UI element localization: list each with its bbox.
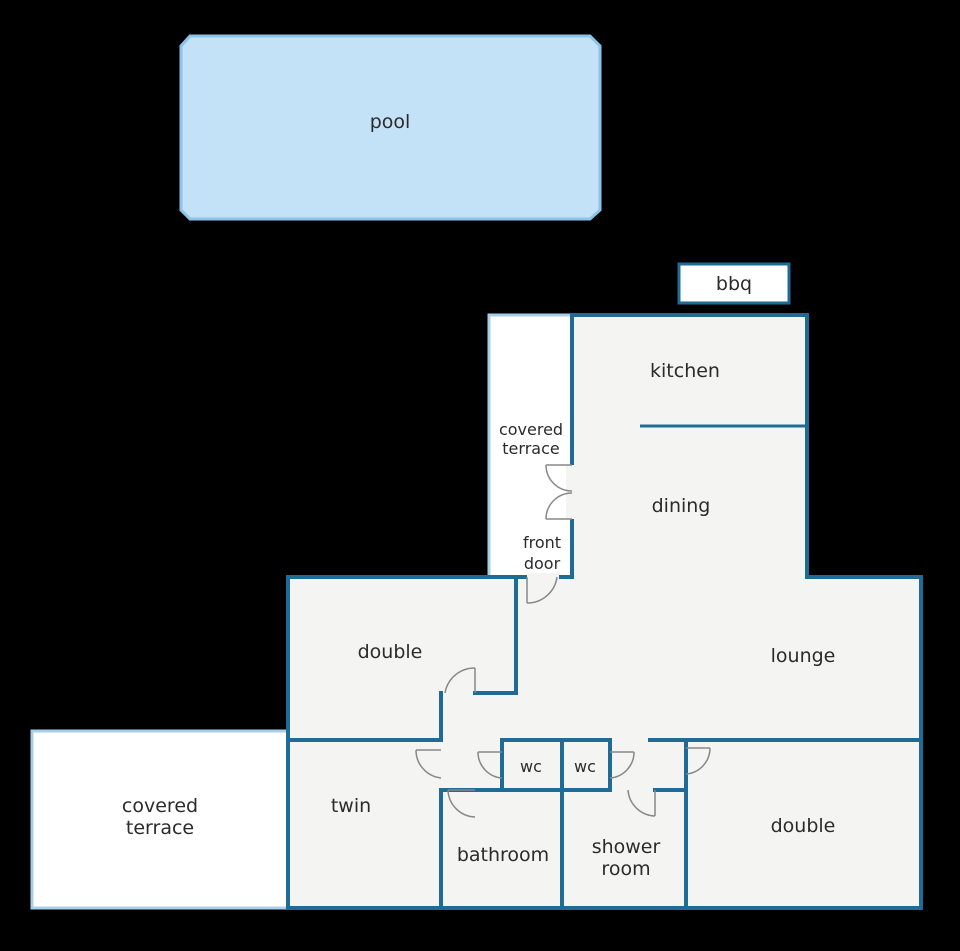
double-left-door[interactable] bbox=[444, 667, 476, 694]
dining-label: dining bbox=[652, 495, 711, 517]
kitchen-label: kitchen bbox=[650, 360, 720, 382]
covered-terrace-top-label-2: terrace bbox=[502, 439, 559, 458]
shower-room-door[interactable] bbox=[627, 789, 656, 817]
covered-terrace-left bbox=[30, 729, 290, 910]
wc-block-walls bbox=[500, 738, 612, 792]
wc-left-label: wc bbox=[520, 757, 542, 776]
bathroom-label: bathroom bbox=[457, 844, 549, 866]
front-door-label-1: front bbox=[523, 533, 561, 552]
front-door[interactable] bbox=[526, 573, 559, 604]
shower-room-label-2: room bbox=[601, 858, 650, 880]
covered-terrace-left-label-2: terrace bbox=[126, 817, 194, 839]
double-left-walls bbox=[473, 575, 518, 695]
wc-right-label: wc bbox=[574, 757, 596, 776]
front-door-label-2: door bbox=[524, 554, 561, 573]
double-left-label: double bbox=[358, 641, 423, 663]
wc-left-door[interactable] bbox=[477, 751, 503, 779]
bathroom-door[interactable] bbox=[447, 789, 476, 818]
double-right-door[interactable] bbox=[685, 747, 711, 775]
covered-terrace-top-label-1: covered bbox=[499, 420, 563, 439]
shower-room-label-1: shower bbox=[592, 836, 661, 858]
pool-area bbox=[179, 34, 602, 221]
wc-right-door[interactable] bbox=[609, 751, 635, 779]
bbq-area bbox=[677, 262, 791, 305]
house-outline bbox=[286, 313, 923, 910]
twin-door[interactable] bbox=[415, 749, 442, 779]
twin-label: twin bbox=[331, 795, 371, 817]
double-right-label: double bbox=[771, 815, 836, 837]
terrace-double-door[interactable] bbox=[545, 464, 576, 520]
pool-label: pool bbox=[370, 111, 411, 133]
lounge-label: lounge bbox=[771, 645, 836, 667]
covered-terrace-left-label-1: covered bbox=[122, 795, 198, 817]
bbq-label: bbq bbox=[716, 273, 752, 295]
